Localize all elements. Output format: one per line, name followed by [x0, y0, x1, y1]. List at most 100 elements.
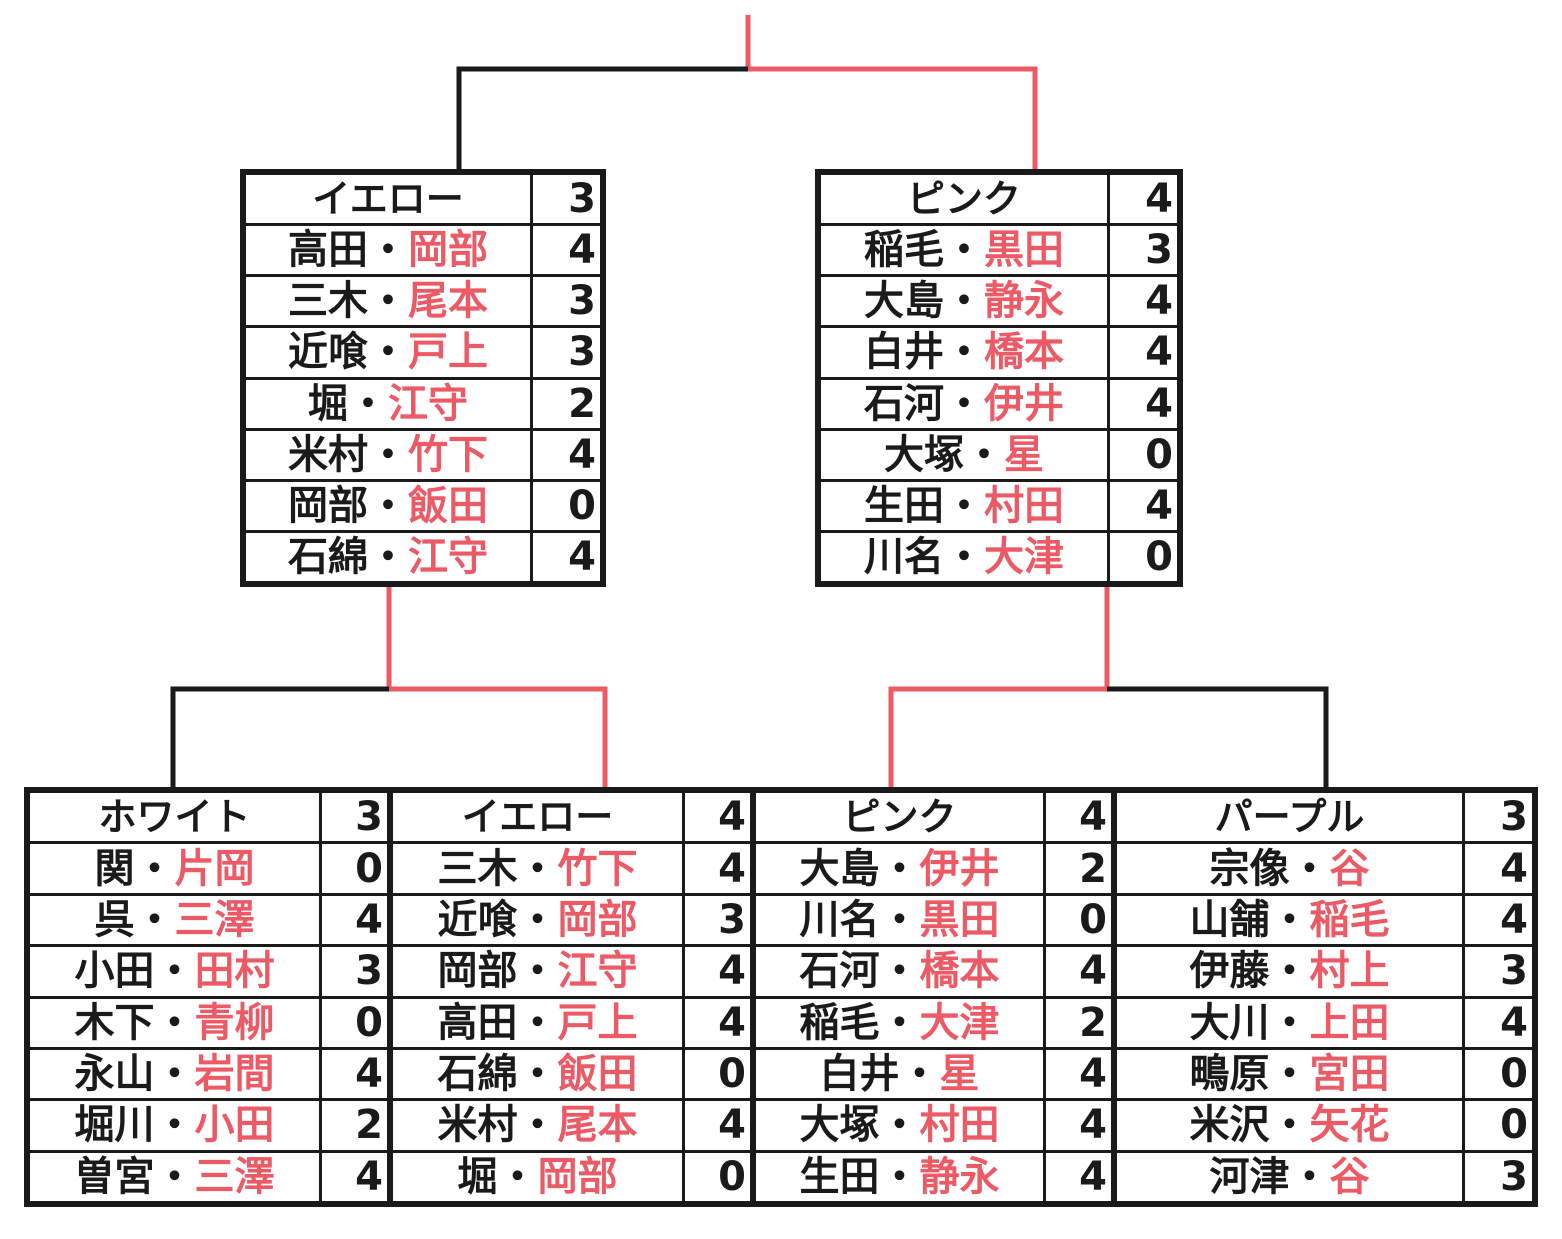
match-score: 0	[319, 841, 390, 896]
pair-cell: 生田・村田	[818, 478, 1110, 533]
team-total-score: 4	[1107, 171, 1180, 227]
pair-separator: ・	[879, 845, 920, 892]
semi-right-connector-pink	[888, 686, 1107, 790]
player-left: 岡部	[437, 948, 518, 995]
final-connector-right	[748, 66, 1038, 172]
pair-cell: 大島・静永	[818, 274, 1110, 329]
player-right: 江守	[388, 380, 468, 427]
pair-separator: ・	[1269, 1102, 1310, 1149]
pair-cell: 河津・谷	[1114, 1149, 1465, 1205]
player-left: 岡部	[288, 482, 368, 529]
team-total-score: 4	[682, 789, 753, 845]
player-left: 河津	[1209, 1153, 1290, 1200]
player-right: 田村	[194, 948, 275, 995]
player-right: 竹下	[557, 845, 638, 892]
player-right: 江守	[408, 533, 488, 580]
pair-separator: ・	[1289, 845, 1330, 892]
pair-cell: 米村・尾本	[390, 1098, 685, 1153]
match-score: 2	[1043, 995, 1114, 1050]
player-left: 大島	[799, 845, 880, 892]
player-right: 岡部	[537, 1153, 618, 1200]
pair-cell: 大川・上田	[1114, 995, 1465, 1050]
pair-separator: ・	[517, 1102, 558, 1149]
team-total-score: 3	[1462, 789, 1535, 845]
player-right: 谷	[1329, 1153, 1370, 1200]
semi-left-connector-white	[170, 686, 389, 790]
team-total-score: 3	[319, 789, 390, 845]
player-left: 堀	[457, 1153, 498, 1200]
player-left: 宗像	[1209, 845, 1290, 892]
pair-separator: ・	[964, 431, 1004, 478]
match-score: 4	[1107, 376, 1180, 431]
player-left: 白井	[819, 1051, 900, 1098]
pair-separator: ・	[517, 1051, 558, 1098]
pair-cell: 山舗・稲毛	[1114, 892, 1465, 948]
match-score: 4	[1107, 478, 1180, 533]
pair-cell: 近喰・戸上	[243, 325, 533, 380]
player-right: 伊井	[919, 845, 1000, 892]
player-left: 高田	[437, 999, 518, 1046]
player-right: 村田	[984, 482, 1064, 529]
player-left: 石綿	[288, 533, 368, 580]
match-score: 0	[682, 1046, 753, 1102]
player-left: 小田	[74, 948, 155, 995]
player-left: 大塚	[799, 1102, 880, 1149]
pair-separator: ・	[368, 278, 408, 325]
player-right: 星	[939, 1051, 980, 1098]
match-score: 4	[1043, 1098, 1114, 1153]
match-score: 3	[319, 944, 390, 999]
match-score: 4	[682, 1098, 753, 1153]
pair-separator: ・	[944, 533, 984, 580]
pair-separator: ・	[1269, 896, 1310, 943]
semi-left-connector-yellow	[389, 686, 608, 790]
pair-cell: 石綿・江守	[243, 529, 533, 585]
pair-separator: ・	[348, 380, 388, 427]
pair-separator: ・	[517, 948, 558, 995]
pair-separator: ・	[154, 999, 195, 1046]
pair-cell: 稲毛・黒田	[818, 223, 1110, 278]
player-left: 稲毛	[864, 227, 944, 274]
player-left: 大島	[864, 278, 944, 325]
player-left: 曽宮	[74, 1153, 155, 1200]
pair-cell: 米沢・矢花	[1114, 1098, 1465, 1153]
match-score: 2	[319, 1098, 390, 1153]
pair-cell: 白井・星	[753, 1046, 1046, 1102]
pair-cell: 川名・大津	[818, 529, 1110, 585]
match-score: 2	[530, 376, 603, 431]
pair-separator: ・	[879, 1102, 920, 1149]
player-right: 静永	[984, 278, 1064, 325]
player-right: 宮田	[1309, 1051, 1390, 1098]
pair-separator: ・	[497, 1153, 538, 1200]
pair-separator: ・	[1289, 1153, 1330, 1200]
match-score: 4	[319, 892, 390, 948]
pair-cell: 川名・黒田	[753, 892, 1046, 948]
player-right: 岡部	[408, 227, 488, 274]
player-right: 戸上	[557, 999, 638, 1046]
pair-cell: 岡部・江守	[390, 944, 685, 999]
player-right: 橋本	[984, 329, 1064, 376]
player-right: 橋本	[919, 948, 1000, 995]
player-left: 高田	[288, 227, 368, 274]
player-right: 飯田	[408, 482, 488, 529]
